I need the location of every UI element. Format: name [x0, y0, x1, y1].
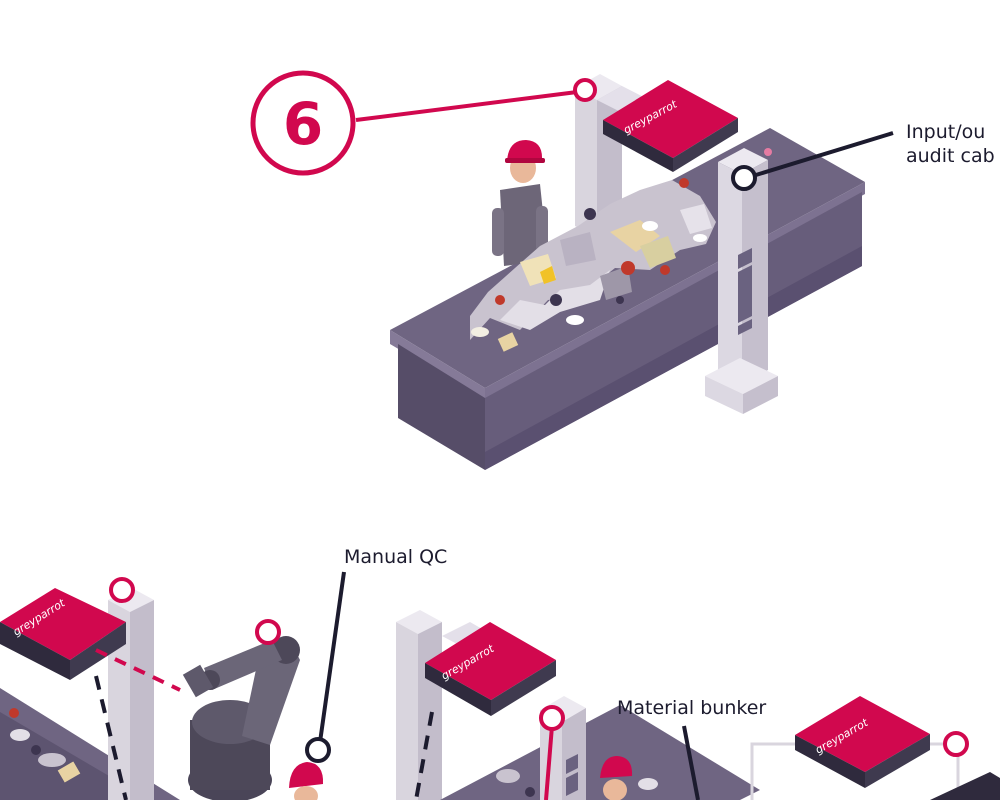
- manual-qc-worker: [289, 762, 324, 800]
- step-number: 6: [283, 90, 323, 158]
- material-bunker-label: Material bunker: [617, 697, 766, 719]
- input-output-label-line2: audit cab: [906, 145, 995, 167]
- top-camera-unit: greyparrot: [603, 80, 738, 172]
- robot-sorting-scene: greyparrot Manual QC: [0, 546, 447, 800]
- step-6-callout: 6: [250, 70, 597, 176]
- manual-qc-callout: Manual QC: [305, 546, 447, 763]
- input-output-label-line1: Input/ou: [906, 121, 985, 143]
- audit-cabinet-frame: [705, 148, 778, 414]
- audit-conveyor-scene: greyparrot 6 Input/ou: [250, 70, 995, 470]
- material-bunker-scene: greyparrot Material bunker: [617, 696, 1000, 800]
- input-output-callout: Input/ou audit cab: [731, 121, 995, 191]
- second-sorting-scene: greyparrot: [396, 610, 760, 800]
- manual-qc-label: Manual QC: [344, 546, 447, 568]
- robot-arm: [182, 619, 300, 800]
- waste-pile: [470, 178, 716, 352]
- sorting-worker: [492, 140, 548, 266]
- audit-conveyor: [390, 128, 865, 470]
- step-marker-ring: [250, 70, 356, 176]
